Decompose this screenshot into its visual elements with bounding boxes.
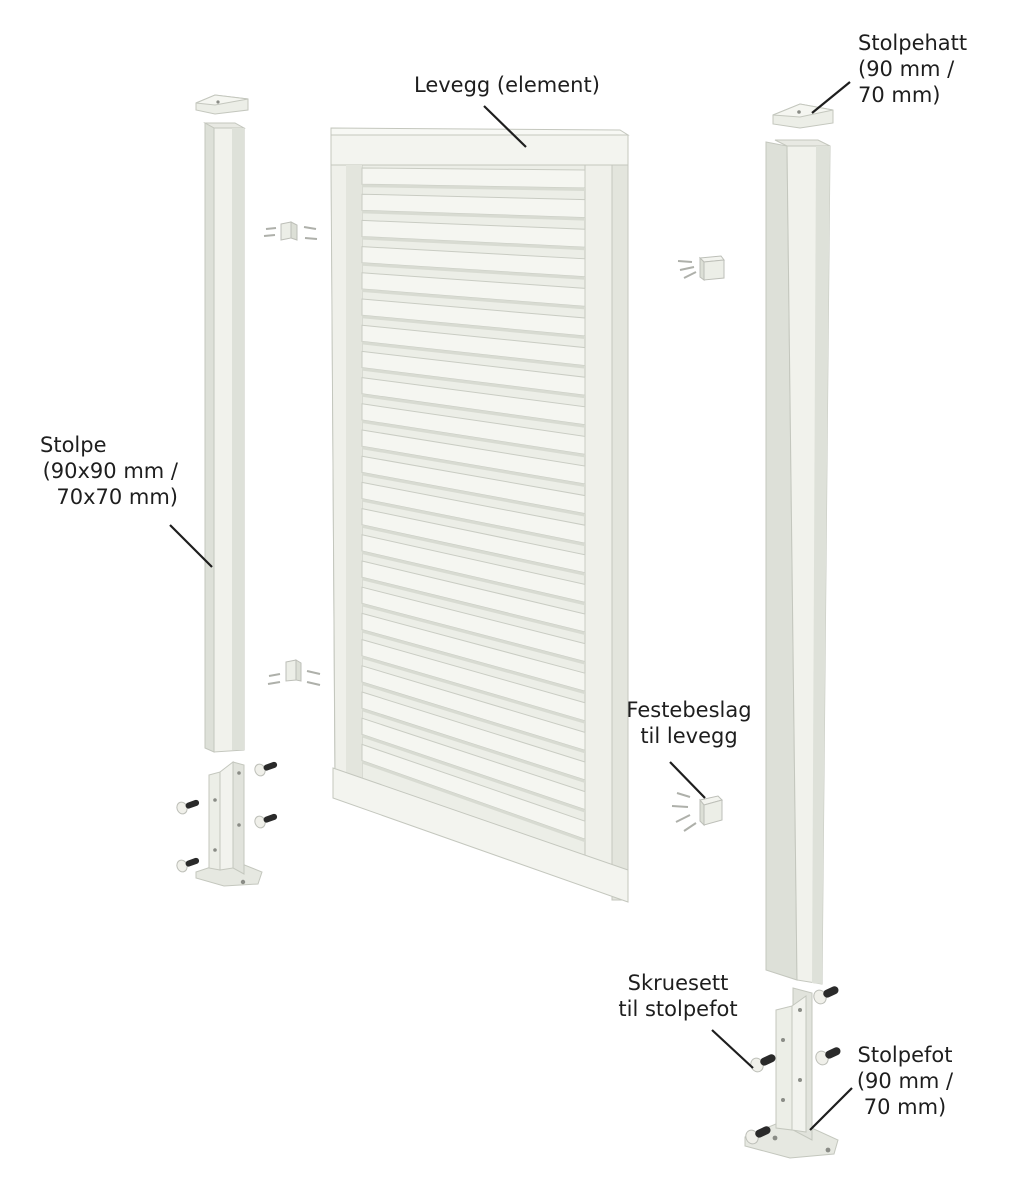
fence-slat-edge	[362, 682, 585, 754]
leader-stolpefot	[809, 1087, 853, 1131]
left-post-foot	[195, 760, 263, 887]
right-foot-screws	[745, 986, 841, 1145]
fence-slat-edge	[362, 734, 585, 813]
fence-slat-edge	[362, 760, 585, 843]
fence-slat-edge	[362, 289, 585, 310]
bracket-left-top	[263, 221, 318, 241]
label-skruesett: Skruesett til stolpefot	[618, 971, 738, 1021]
label-festebeslag: Festebeslag til levegg	[626, 698, 752, 748]
leader-stolpehatt	[811, 81, 851, 114]
left-post	[203, 122, 246, 753]
fence-panel	[330, 127, 630, 903]
fence-slat-edge	[362, 262, 585, 280]
fence-slat-edge	[362, 393, 585, 428]
fence-slat-edge	[362, 655, 585, 724]
fence-slats	[361, 167, 586, 843]
fence-slat-edge	[362, 577, 585, 635]
bracket-right-bottom	[671, 792, 723, 832]
fence-slat-edge	[362, 341, 585, 369]
leader-festebeslag	[669, 761, 706, 799]
right-post	[765, 139, 831, 985]
leader-stolpe	[169, 524, 213, 568]
fence-slat-edge	[362, 367, 585, 399]
leader-skruesett	[711, 1029, 754, 1069]
fence-slat-edge	[362, 315, 585, 339]
fence-slat-edge	[362, 524, 585, 576]
label-levegg: Levegg (element)	[414, 73, 600, 97]
label-stolpehatt: Stolpehatt (90 mm / 70 mm)	[858, 31, 968, 107]
leader-lines	[169, 81, 853, 1131]
fence-slat-edge	[362, 708, 585, 783]
bracket-left-bottom	[267, 659, 321, 686]
label-stolpe: Stolpe (90x90 mm / 70x70 mm)	[40, 433, 178, 509]
fence-slat-edge	[362, 210, 585, 221]
fence-slat-edge	[362, 236, 585, 251]
right-post-cap	[772, 103, 834, 129]
leader-levegg	[483, 105, 527, 148]
label-stolpefot: Stolpefot (90 mm / 70 mm)	[856, 1043, 954, 1119]
fence-slat-edge	[362, 446, 585, 487]
fence-slat-edge	[362, 551, 585, 606]
fence-slat-edge	[362, 603, 585, 665]
fence-slat-edge	[362, 498, 585, 547]
fence-slat-edge	[362, 472, 585, 517]
left-foot-screws	[176, 761, 278, 873]
fence-slat-edge	[362, 184, 585, 191]
bracket-right-top	[677, 255, 725, 281]
fence-slat-edge	[362, 420, 585, 458]
fence-slat-edge	[362, 629, 585, 695]
left-post-cap	[195, 94, 249, 115]
right-post-foot	[744, 987, 839, 1159]
